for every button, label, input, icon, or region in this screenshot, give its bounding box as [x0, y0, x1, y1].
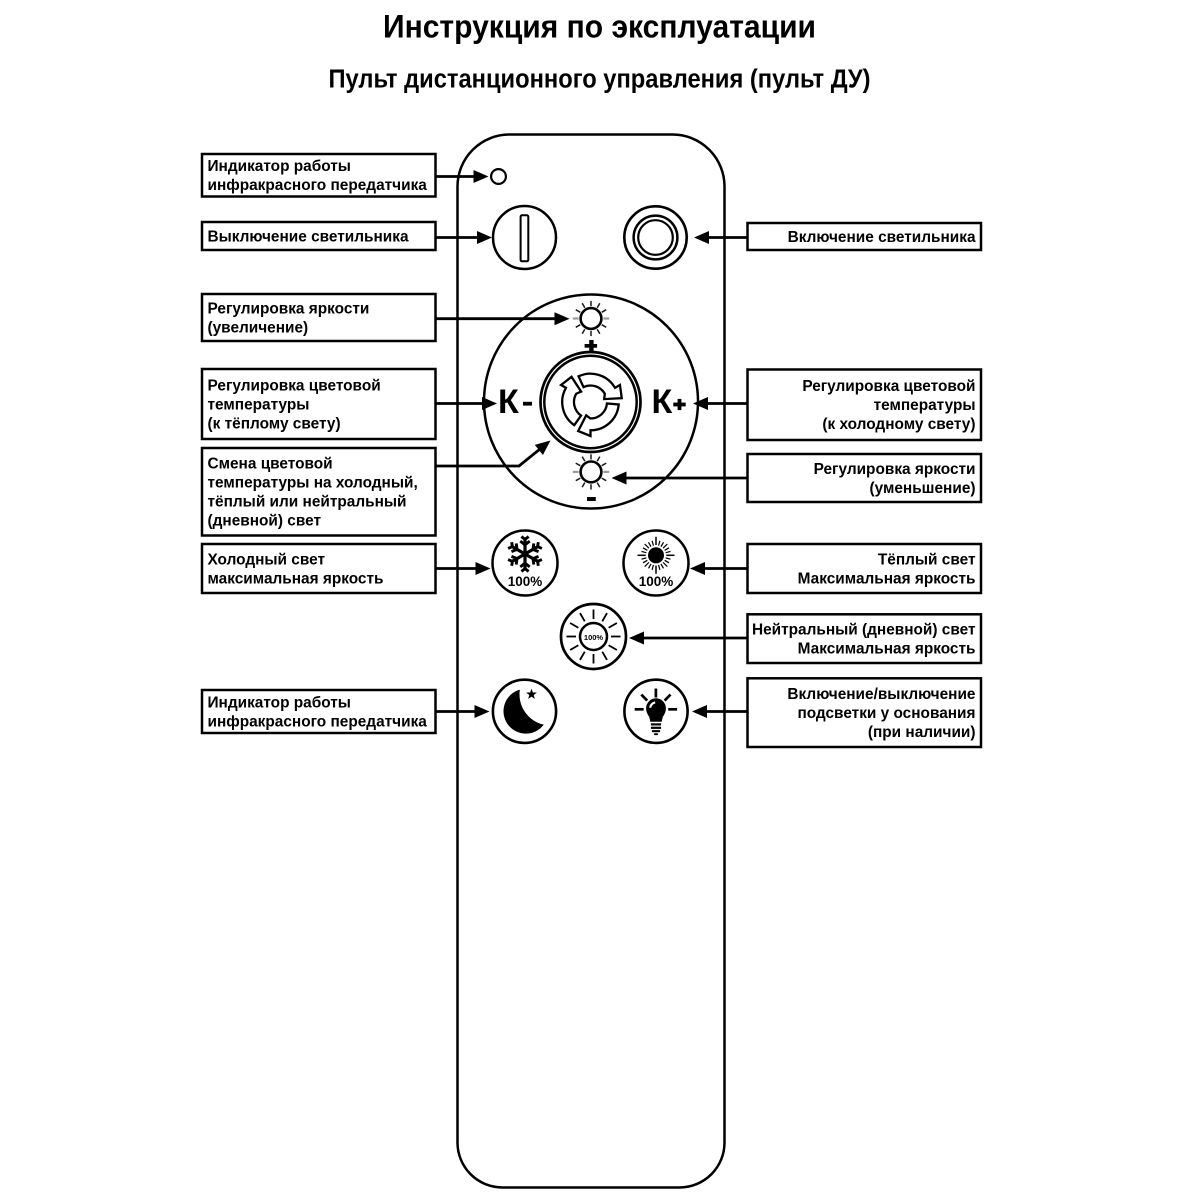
svg-text:(увеличение): (увеличение) — [208, 319, 309, 336]
svg-text:Нейтральный (дневной) свет: Нейтральный (дневной) свет — [752, 621, 976, 638]
svg-text:Регулировка цветовой: Регулировка цветовой — [208, 377, 381, 394]
svg-text:инфракрасного передатчика: инфракрасного передатчика — [208, 713, 428, 730]
svg-text:Регулировка цветовой: Регулировка цветовой — [802, 378, 975, 395]
svg-text:Холодный свет: Холодный свет — [208, 551, 326, 568]
svg-text:100%: 100% — [639, 574, 674, 589]
svg-text:Максимальная яркость: Максимальная яркость — [798, 640, 976, 657]
svg-text:100%: 100% — [584, 633, 604, 642]
svg-text:Тёплый свет: Тёплый свет — [878, 551, 976, 568]
svg-text:(уменьшение): (уменьшение) — [869, 480, 975, 497]
svg-text:(при наличии): (при наличии) — [868, 724, 976, 741]
svg-text:Инструкция по эксплуатации: Инструкция по эксплуатации — [383, 9, 816, 45]
svg-text:100%: 100% — [508, 574, 543, 589]
svg-text:температуры: температуры — [874, 397, 976, 414]
svg-text:температуры на холодный,: температуры на холодный, — [208, 475, 418, 492]
svg-text:Пульт дистанционного управлени: Пульт дистанционного управления (пульт Д… — [329, 66, 871, 94]
svg-text:Регулировка яркости: Регулировка яркости — [814, 461, 976, 478]
svg-text:Максимальная яркость: Максимальная яркость — [798, 570, 976, 587]
svg-text:(к тёплому свету): (к тёплому свету) — [208, 415, 341, 432]
svg-text:подсветки у основания: подсветки у основания — [797, 705, 975, 722]
svg-text:инфракрасного передатчика: инфракрасного передатчика — [208, 177, 428, 194]
svg-text:Выключение светильника: Выключение светильника — [208, 228, 409, 245]
svg-text:(к холодному свету): (к холодному свету) — [822, 416, 975, 433]
svg-text:максимальная яркость: максимальная яркость — [208, 570, 384, 587]
svg-text:(дневной) свет: (дневной) свет — [208, 513, 322, 530]
svg-text:Индикатор работы: Индикатор работы — [208, 694, 351, 711]
svg-text:К: К — [498, 383, 519, 421]
svg-text:Регулировка яркости: Регулировка яркости — [208, 300, 370, 317]
svg-text:тёплый или нейтральный: тёплый или нейтральный — [208, 494, 407, 511]
svg-text:Включение/выключение: Включение/выключение — [787, 686, 976, 703]
svg-text:Смена цветовой: Смена цветовой — [208, 456, 333, 473]
svg-text:Включение светильника: Включение светильника — [788, 229, 976, 246]
svg-text:температуры: температуры — [208, 396, 310, 413]
svg-text:Индикатор работы: Индикатор работы — [208, 158, 351, 175]
svg-text:К: К — [652, 383, 673, 421]
